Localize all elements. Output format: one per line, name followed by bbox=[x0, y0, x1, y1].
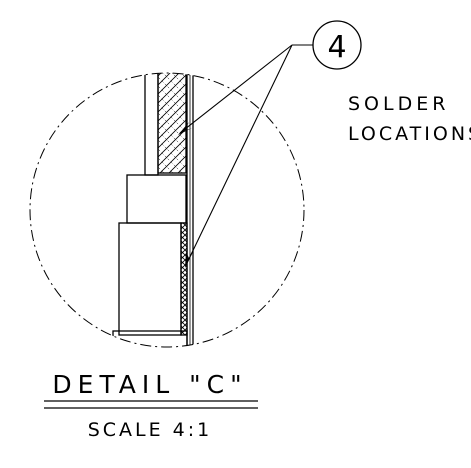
callout-note-line1: SOLDER bbox=[348, 93, 449, 115]
vertical-plate bbox=[186, 73, 194, 347]
arrowhead-upper bbox=[178, 122, 192, 135]
arrowhead-lower bbox=[185, 252, 193, 268]
base-flange bbox=[112, 330, 188, 347]
leader-lines bbox=[179, 44, 313, 266]
detail-title: DETAIL "C" bbox=[52, 370, 247, 399]
leader-lower bbox=[185, 44, 293, 266]
middle-step bbox=[126, 174, 187, 224]
lower-solder-joint bbox=[180, 222, 188, 336]
upper-solder-joint bbox=[157, 73, 187, 174]
detail-scale: SCALE 4:1 bbox=[88, 419, 213, 441]
lower-body bbox=[118, 222, 182, 336]
part-geometry bbox=[112, 73, 194, 347]
upper-pin bbox=[144, 73, 159, 176]
callout-number: 4 bbox=[327, 30, 346, 65]
leader-upper bbox=[179, 44, 293, 134]
callout-note-line2: LOCATIONS bbox=[348, 123, 471, 145]
